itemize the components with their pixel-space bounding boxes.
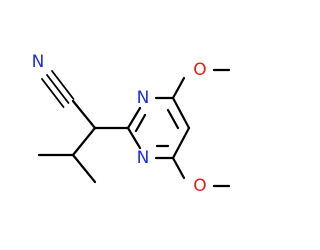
atom-label-ring-n1: N	[137, 88, 150, 108]
bond-ring-c4-o-bottom	[171, 156, 186, 180]
atom-label-methoxy-o-bottom: O	[193, 176, 206, 196]
nitrile-triple-bond	[41, 70, 75, 108]
bond-nitrile-c-alpha-c	[71, 99, 97, 130]
atom-label-nitrile-n: N	[32, 52, 45, 72]
atom-label-methoxy-o-top: O	[193, 60, 206, 80]
bond-isopropyl-methyl-down	[71, 153, 97, 184]
canvas-background	[0, 0, 250, 250]
atom-label-ring-n3: N	[137, 148, 150, 168]
chemical-structure: N N N O O	[0, 0, 250, 250]
pyrimidine-ring	[126, 96, 191, 160]
bond-alpha-c-isopropyl-ch	[71, 126, 97, 157]
bond-ring-c6-o-top	[171, 76, 186, 100]
